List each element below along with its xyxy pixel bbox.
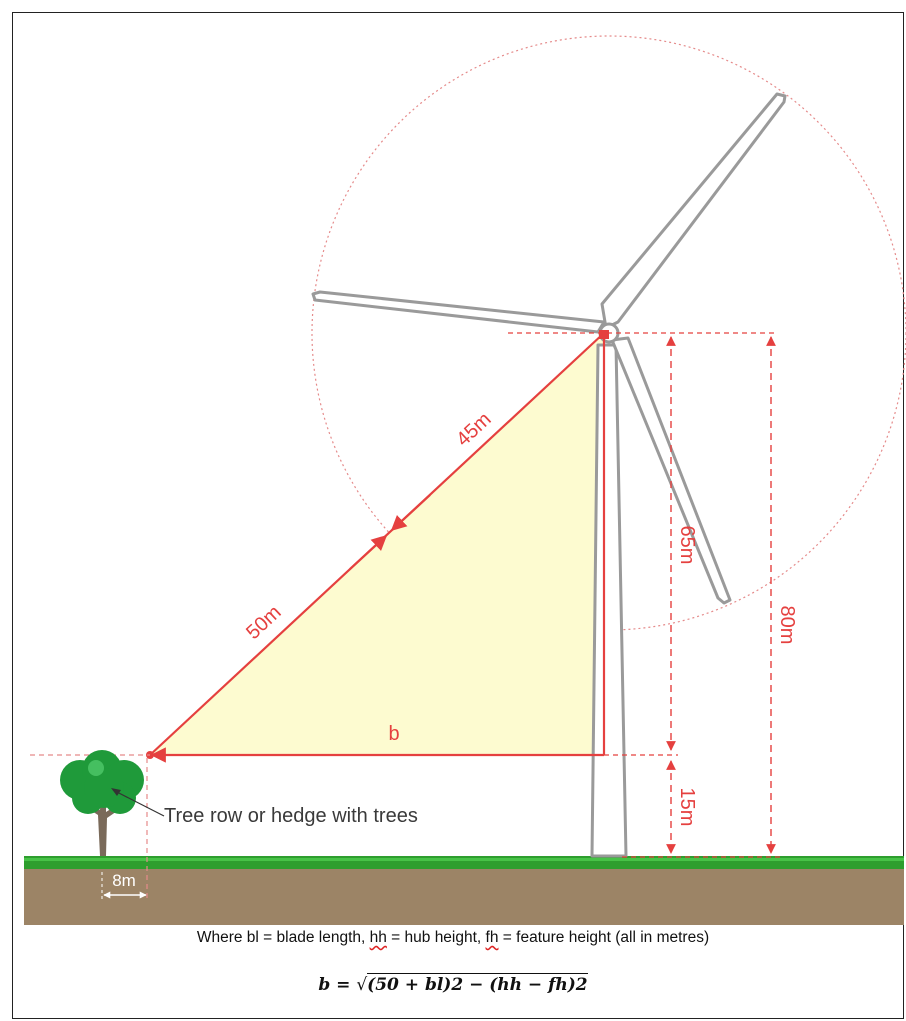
caption-hh: hh [369,929,387,946]
turbine-blade-upper [600,92,787,330]
turbine-tower [590,343,628,858]
tree-label-pointer-head [111,788,121,796]
caption-prefix: Where bl = blade length, [196,929,370,946]
buffer-segment-arrow [349,534,388,570]
grass-strip [24,856,904,869]
tree-label-pointer [112,789,165,817]
tree-icon [60,750,144,856]
soil [24,868,904,925]
label-8m: 8m [112,871,136,890]
label-b: b [388,723,399,745]
rotor-segment-arrow [390,494,431,532]
label-65m: 65m [676,526,698,565]
formula-radical: √ [356,975,368,995]
hub-point-marker [599,330,609,339]
grass-highlight [24,858,904,861]
formula-lhs: b = [318,975,357,995]
turbine-blade-left [311,290,606,334]
caption-text: Where bl = blade length, hh = hub height… [0,929,906,947]
caption-suffix: = feature height (all in metres) [498,929,710,946]
tree-row-label: Tree row or hedge with trees [164,805,418,827]
label-80m: 80m [776,606,798,645]
formula-radicand: (50 + bl)2 − (hh − fh)2 [367,973,588,995]
caption-mid: = hub height, [386,929,486,946]
caption-fh: fh [485,929,499,946]
setback-formula: b = √(50 + bl)2 − (hh − fh)2 [0,973,906,995]
label-15m: 15m [676,788,698,827]
